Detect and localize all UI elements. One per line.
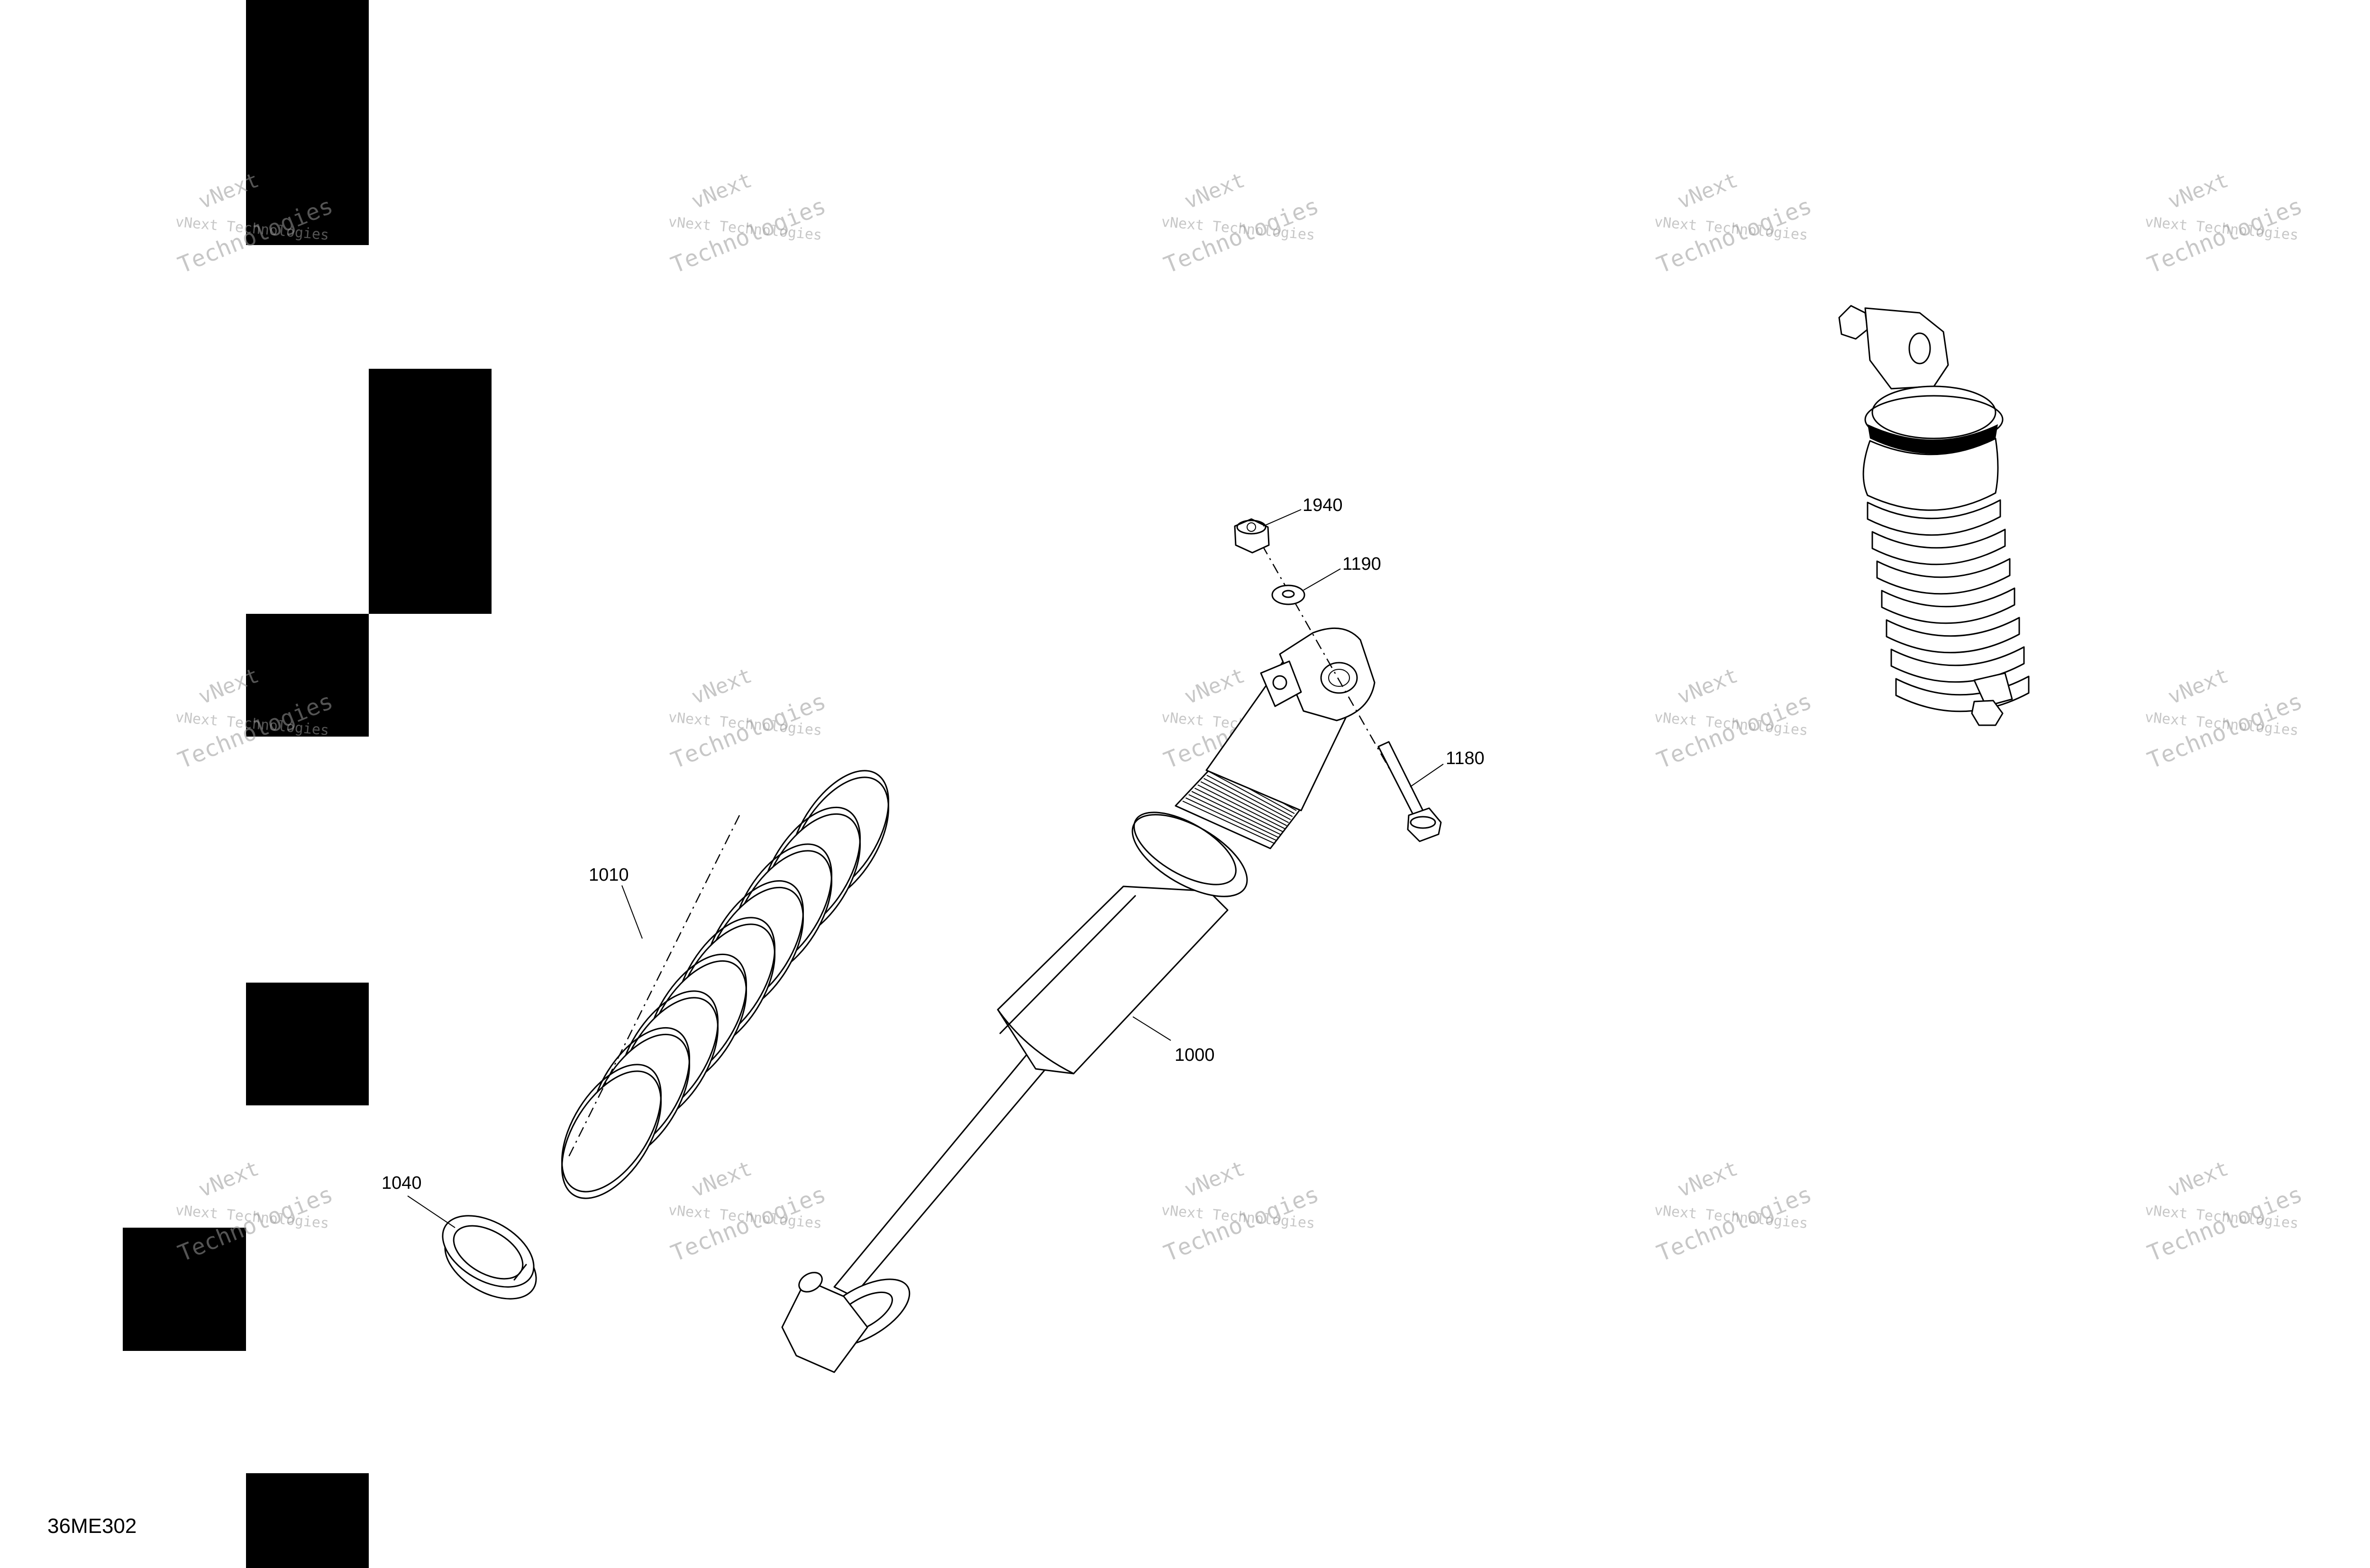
callout-1190: 1190: [1303, 554, 1381, 591]
part-number-1010: 1010: [589, 865, 629, 885]
svg-text:vNext: vNext: [1674, 663, 1741, 709]
part-number-1000: 1000: [1175, 1045, 1215, 1065]
svg-text:vNext: vNext: [1181, 1156, 1248, 1202]
drawing-code: 36ME302: [47, 1514, 137, 1538]
black-block-3: [246, 614, 369, 737]
svg-text:vNext: vNext: [2164, 663, 2232, 709]
shock-absorber-1000[interactable]: [781, 627, 1376, 1373]
svg-text:vNext: vNext: [195, 168, 262, 214]
callout-1180: 1180: [1410, 748, 1485, 787]
part-number-1940: 1940: [1303, 495, 1343, 515]
black-block-2: [369, 369, 492, 614]
svg-text:vNext: vNext: [1181, 663, 1248, 709]
callout-1940: 1940: [1263, 495, 1343, 527]
svg-text:vNext: vNext: [688, 168, 755, 214]
svg-text:vNext: vNext: [2164, 168, 2232, 214]
svg-text:vNext: vNext: [1181, 168, 1248, 214]
part-number-1180: 1180: [1446, 748, 1485, 768]
spring-retainer-1040[interactable]: [430, 1201, 548, 1313]
callout-1010: 1010: [589, 865, 643, 939]
nut-1940[interactable]: [1234, 518, 1270, 554]
assembled-shock-view: [1838, 305, 2030, 726]
black-block-1: [246, 0, 369, 245]
callout-1040: 1040: [382, 1173, 456, 1228]
svg-text:vNext: vNext: [688, 1156, 755, 1202]
svg-text:vNext: vNext: [2164, 1156, 2232, 1202]
black-block-4: [246, 983, 369, 1105]
part-number-1040: 1040: [382, 1173, 422, 1193]
screw-1180[interactable]: [1377, 741, 1442, 842]
svg-text:vNext: vNext: [195, 663, 262, 709]
svg-text:vNext: vNext: [1674, 168, 1741, 214]
svg-text:vNext: vNext: [195, 1156, 262, 1202]
svg-text:vNext: vNext: [1674, 1156, 1741, 1202]
spring-1010[interactable]: [542, 754, 909, 1215]
black-block-5: [123, 1228, 246, 1351]
svg-text:vNext: vNext: [688, 663, 755, 709]
washer-1190[interactable]: [1271, 584, 1305, 605]
black-block-6: [246, 1473, 369, 1568]
callout-1000: 1000: [1132, 1016, 1215, 1065]
part-number-1190: 1190: [1342, 554, 1381, 574]
